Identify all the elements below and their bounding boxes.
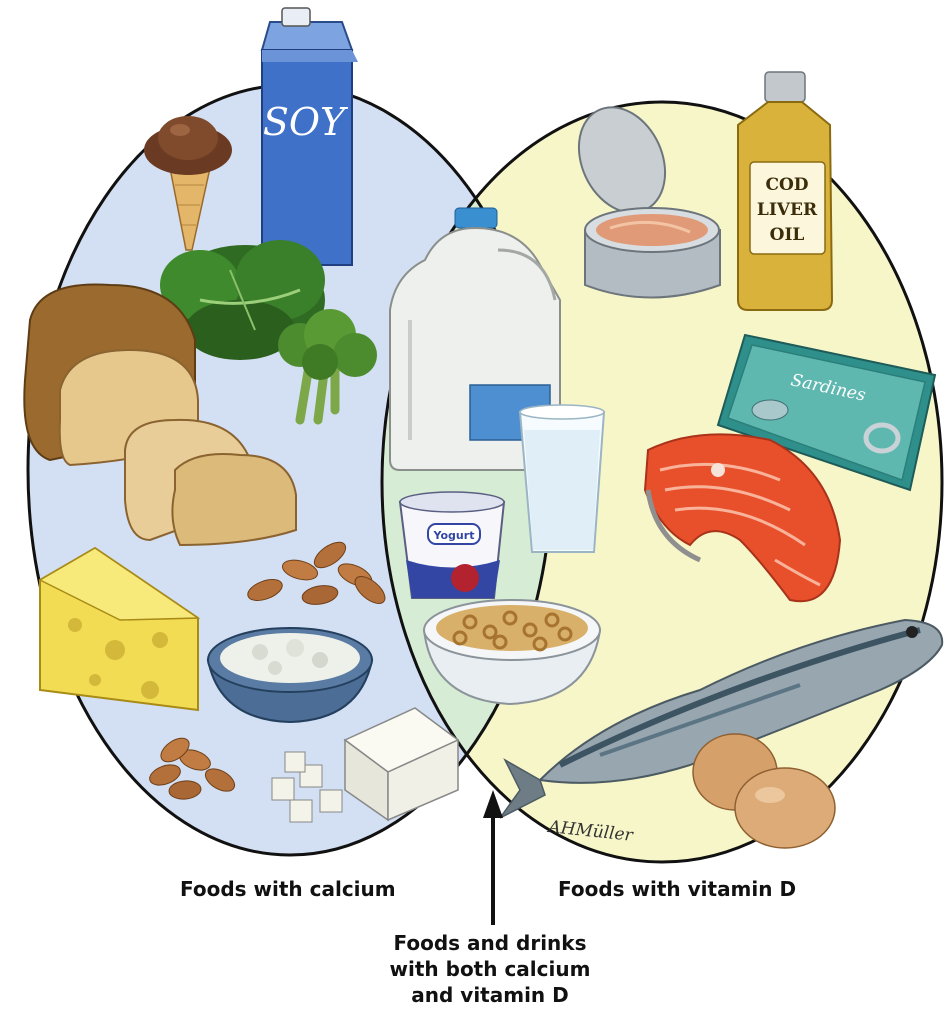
cod-liver-oil-bottle: COD LIVER OIL [738,72,832,310]
cod-label-line3: OIL [770,225,805,245]
yogurt-cup: Yogurt [400,492,504,598]
overlap-arrow [483,790,503,925]
both-caption-line1: Foods and drinks [340,930,640,956]
both-caption: Foods and drinks with both calcium and v… [340,930,640,1008]
vitamin-d-caption: Foods with vitamin D [558,877,796,901]
yogurt-label: Yogurt [433,529,475,542]
both-caption-line2: with both calcium [340,956,640,982]
cod-label-line2: LIVER [757,200,818,220]
glass-of-milk [520,405,604,552]
soy-label: SOY [263,100,349,144]
soy-milk-carton: SOY [262,8,358,265]
cod-label-line1: COD [765,175,808,195]
both-caption-line3: and vitamin D [340,982,640,1008]
calcium-caption: Foods with calcium [180,877,396,901]
